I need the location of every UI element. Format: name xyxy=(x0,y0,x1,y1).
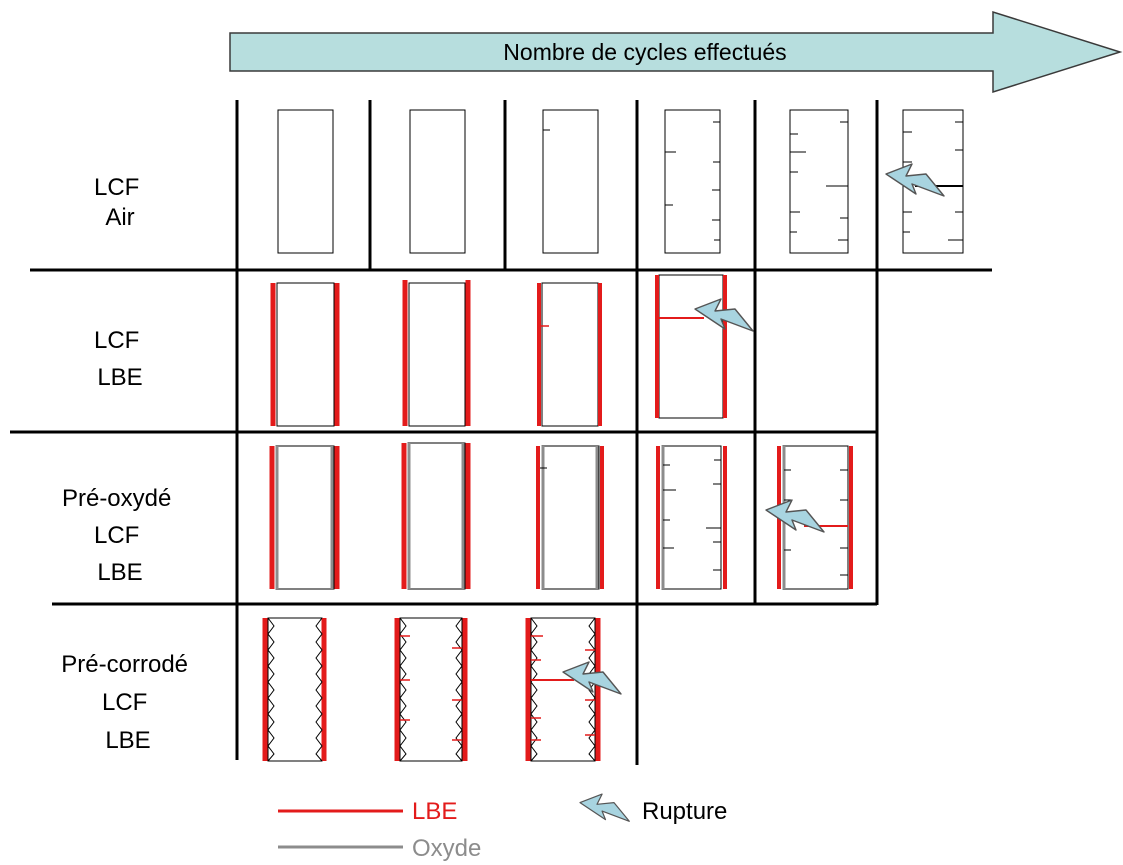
specimen-preox-3 xyxy=(536,445,604,590)
legend-rupture-label: Rupture xyxy=(642,798,727,825)
row-label-precorrode: Pré-corrodé LCF LBE xyxy=(61,651,194,754)
rupture-icon-preox xyxy=(765,499,825,533)
legend-rupture-icon xyxy=(579,793,630,822)
specimen-air-4 xyxy=(664,109,721,254)
specimen-lbe-3 xyxy=(537,282,602,427)
row-label-lcf-air: LCF Air xyxy=(94,174,146,231)
legend-lbe-label: LBE xyxy=(412,798,457,825)
specimen-lbe-4-rupture xyxy=(655,274,727,419)
row-label-lcf-lbe: LCF LBE xyxy=(94,327,146,391)
specimen-preox-4 xyxy=(656,445,727,590)
cycles-arrow xyxy=(229,10,1123,94)
cycles-arrow-label: Nombre de cycles effectués xyxy=(503,39,786,65)
specimen-air-5 xyxy=(789,109,849,254)
specimen-air-3 xyxy=(542,109,599,254)
rupture-icon-air xyxy=(885,163,945,197)
specimen-precor-2 xyxy=(394,617,468,762)
grid-lines xyxy=(10,100,992,765)
specimen-air-1 xyxy=(277,109,334,254)
specimen-preox-2 xyxy=(401,442,471,590)
specimen-precor-1 xyxy=(262,617,327,762)
specimen-lbe-2 xyxy=(402,280,471,427)
specimen-air-2 xyxy=(409,109,466,254)
row-label-preoxyde: Pré-oxydé LCF LBE xyxy=(62,485,178,586)
legend: LBE Oxyde Rupture xyxy=(278,793,727,862)
specimen-precor-3-rupture xyxy=(525,617,601,762)
specimen-lbe-1 xyxy=(270,282,340,427)
rupture-icon-precor xyxy=(562,661,622,695)
legend-oxyde-label: Oxyde xyxy=(412,835,481,862)
specimen-preox-1 xyxy=(269,445,340,590)
